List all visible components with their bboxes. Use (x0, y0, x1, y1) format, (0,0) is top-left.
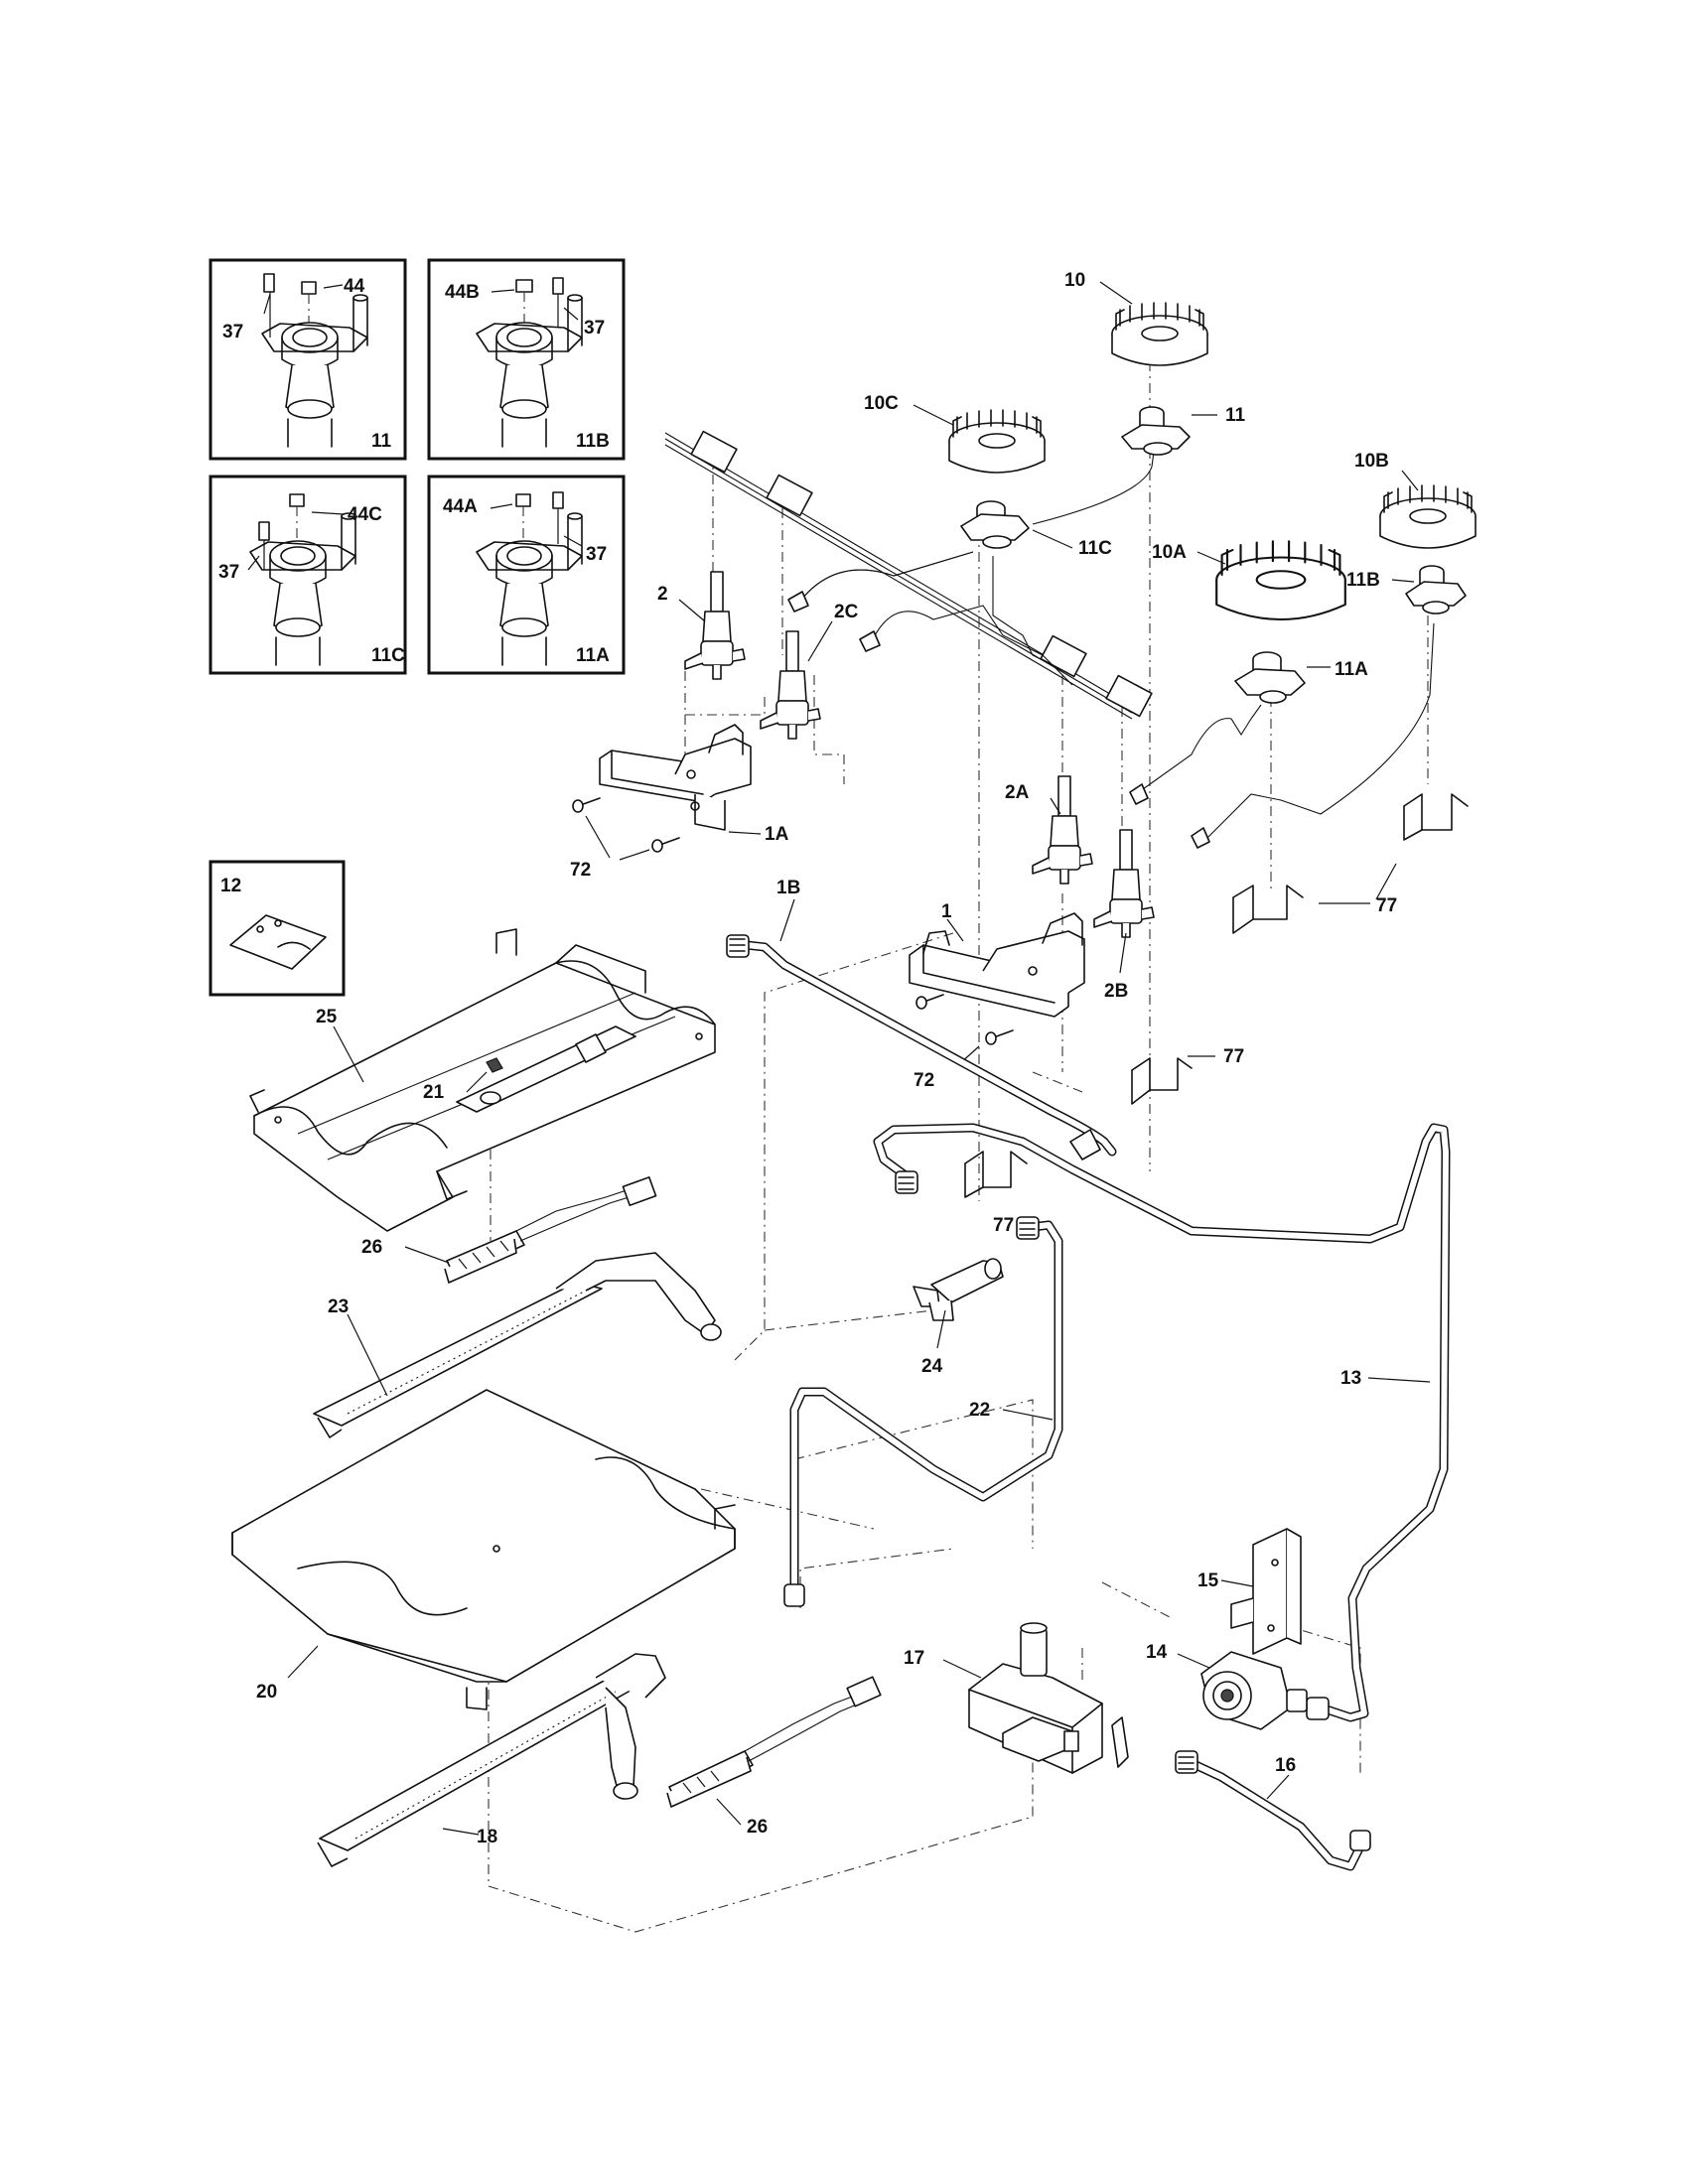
label-11b: 11B (576, 431, 610, 452)
label-24: 24 (921, 1356, 943, 1377)
inset-box-11c: 44C 37 11C (209, 475, 407, 675)
manifold-1: 1 (909, 901, 1085, 1018)
bracket-77-lower: 77 (964, 1151, 1028, 1236)
label-11a: 11A (576, 645, 610, 666)
label-1a: 1A (765, 824, 789, 845)
label-2c: 2C (834, 602, 859, 622)
tube-1b: 1B (726, 878, 1117, 1160)
label-77: 77 (1223, 1046, 1244, 1067)
label-11c: 11C (1078, 538, 1112, 559)
label-44: 44 (344, 276, 365, 297)
pressure-regulator-14: 14 (1146, 1642, 1308, 1730)
bracket-77-middle: 77 (1131, 1046, 1244, 1105)
elbow-fitting-24: 24 (913, 1258, 1004, 1377)
oven-shield-20: 20 (231, 1389, 736, 1710)
label-10b: 10B (1354, 451, 1389, 472)
label-44a: 44A (443, 496, 478, 517)
label-11c: 11C (371, 645, 405, 666)
inset-box-11b: 44B 37 11B (427, 258, 626, 461)
label-12: 12 (220, 876, 241, 896)
oven-valve-17: 17 (904, 1622, 1129, 1774)
label-37: 37 (218, 562, 239, 583)
valve-2: 2 (657, 571, 809, 680)
label-17: 17 (904, 1648, 924, 1669)
label-10a: 10A (1152, 542, 1187, 563)
burner-cap-10a: 10A (1152, 540, 1346, 621)
inset-box-11: 37 44 11 (209, 258, 407, 461)
manifold-1a: 1A (599, 724, 789, 845)
label-11b: 11B (1346, 570, 1380, 591)
burner-cap-10b: 10B (1354, 451, 1477, 549)
bracket-15: 15 (1197, 1528, 1302, 1655)
valve-2a: 2A (1005, 775, 1210, 885)
label-2: 2 (657, 584, 668, 605)
label-20: 20 (256, 1682, 277, 1703)
screws-72a: 72 (570, 797, 680, 881)
label-14: 14 (1146, 1642, 1168, 1663)
inset-box-12: 12 (209, 860, 346, 997)
label-44b: 44B (445, 282, 480, 303)
label-10c: 10C (864, 393, 899, 414)
bracket-77-upper: 77 (1232, 793, 1469, 934)
tube-22: 22 (783, 1216, 1063, 1607)
label-1: 1 (941, 901, 952, 922)
label-37: 37 (222, 322, 243, 342)
label-22: 22 (969, 1400, 990, 1421)
label-37: 37 (584, 318, 605, 339)
label-26: 26 (361, 1237, 382, 1258)
label-11a: 11A (1335, 659, 1368, 680)
burner-feed-tubes (797, 436, 1435, 845)
burner-base-11c: 11C (960, 500, 1112, 559)
valve-2c: 2C (760, 602, 881, 740)
burner-base-11b: 11B (1346, 565, 1467, 614)
burner-cap-10c: 10C (864, 393, 1046, 474)
manifold-pipe-3 (664, 430, 1153, 720)
label-25: 25 (316, 1007, 338, 1027)
tube-13: 13 (873, 1123, 1451, 1722)
burner-base-11a: 11A (1234, 651, 1368, 704)
inset-box-11a: 44A 37 11A (427, 475, 626, 675)
broil-burner-23: 23 (313, 1252, 722, 1438)
burner-tube-with-nut-21: 21 (423, 1025, 636, 1113)
label-77: 77 (993, 1215, 1014, 1236)
label-1b: 1B (776, 878, 800, 898)
burner-cap-10: 10 (1064, 270, 1208, 366)
label-11: 11 (371, 431, 392, 452)
bake-burner-18: 18 (317, 1653, 666, 1867)
label-26: 26 (747, 1817, 768, 1838)
label-23: 23 (328, 1297, 349, 1317)
label-44c: 44C (348, 504, 382, 525)
label-18: 18 (477, 1827, 497, 1847)
label-11: 11 (1225, 405, 1246, 426)
igniter-26-upper: 26 (361, 1176, 657, 1284)
label-16: 16 (1275, 1755, 1296, 1776)
valve-2b: 2B (1093, 829, 1155, 1002)
igniter-26-lower: 26 (666, 1676, 882, 1838)
label-37: 37 (586, 544, 607, 565)
label-21: 21 (423, 1082, 445, 1103)
label-72: 72 (570, 860, 591, 881)
label-15: 15 (1197, 1570, 1219, 1591)
label-10: 10 (1064, 270, 1085, 291)
label-2a: 2A (1005, 782, 1030, 803)
label-13: 13 (1340, 1368, 1361, 1389)
burner-base-11: 11 (1121, 405, 1246, 456)
label-2b: 2B (1104, 981, 1128, 1002)
label-72: 72 (914, 1070, 934, 1091)
tube-16: 16 (1175, 1750, 1371, 1871)
label-77: 77 (1376, 895, 1397, 916)
